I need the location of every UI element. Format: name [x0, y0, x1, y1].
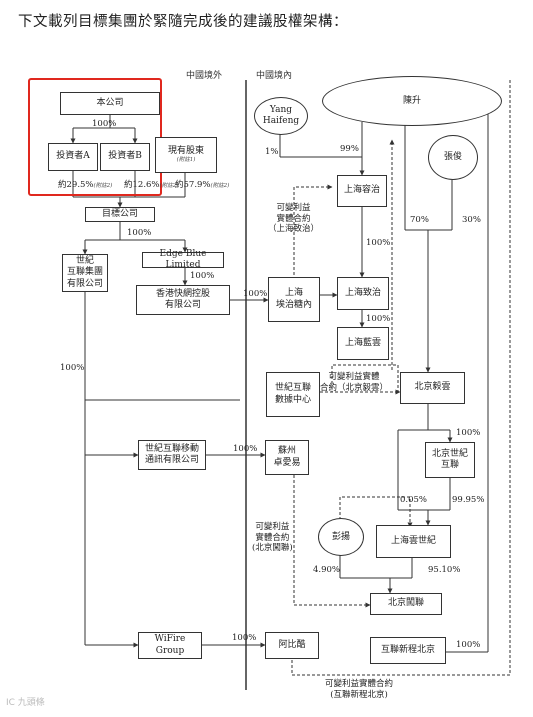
pct-chen-rongzhi: 99%	[340, 144, 359, 154]
target-company-box: 目標公司	[85, 207, 155, 222]
pct-zhi-lan: 100%	[366, 314, 391, 324]
pct-investor-b: 約12.6%(附註2)	[124, 180, 178, 191]
pct-investor-b-value: 約12.6%	[124, 180, 160, 190]
pct-investor-a-note: (附註2)	[93, 183, 113, 189]
vie-label-hulian: 可變利益實體合約 (互聯新程北京)	[325, 679, 394, 700]
pct-target-century: 100%	[127, 228, 152, 238]
pct-investor-a: 約29.5%(附註2)	[58, 180, 112, 191]
pct-investor-a-value: 約29.5%	[58, 180, 94, 190]
pct-yiyun-yunshiji: 0.05%	[400, 495, 428, 505]
pct-yang: 1%	[265, 147, 279, 157]
shanghai-yunshiji-box: 上海雲世紀	[376, 525, 451, 558]
page-heading: 下文載列目標集團於緊隨完成後的建議股權架構：	[18, 14, 348, 30]
pct-bjc-yunshiji: 99.95%	[452, 495, 485, 505]
pct-yiyun-bjc: 100%	[456, 428, 481, 438]
existing-shareholders-box: 現有股東 (附註1)	[155, 137, 217, 173]
pct-existing-note: (附註2)	[210, 183, 230, 189]
century-datacenter-box: 世紀互聯 數據中心	[266, 372, 320, 417]
pct-company-investors: 100%	[92, 119, 117, 129]
pct-yunshiji: 95.10%	[428, 565, 461, 575]
existing-note: (附註1)	[176, 157, 196, 164]
person-yang-haifeng: Yang Haifeng	[254, 97, 308, 135]
vie-label-beijing-chuanglian: 可變利益 實體合約 (北京闖聯)	[252, 522, 293, 554]
shanghai-lanyun-box: 上海藍雲	[337, 327, 389, 360]
person-peng-yang: 彭揚	[318, 518, 364, 556]
wifire-group-box: WiFire Group	[138, 632, 202, 659]
pct-hk-aijie: 100%	[243, 289, 268, 299]
column-label-outside: 中國境外	[186, 71, 223, 81]
column-label-inside: 中國境內	[256, 71, 293, 81]
pct-zhang-yiyun: 30%	[462, 215, 481, 225]
pct-rong-zhi: 100%	[366, 238, 391, 248]
pct-mobile-suzhou: 100%	[233, 444, 258, 454]
vie-label-beijing-yiyun: 可變利益實體 合約（北京毅雲）	[320, 372, 389, 393]
beijing-yiyun-box: 北京毅雲	[400, 372, 465, 404]
pct-edge-hk: 100%	[190, 271, 215, 281]
pct-wifire-abiku: 100%	[232, 633, 257, 643]
person-chen-sheng: 陳升	[322, 76, 502, 126]
pct-chen-yiyun: 70%	[410, 215, 429, 225]
century-mobile-box: 世紀互聯移動 通訊有限公司	[138, 440, 206, 470]
century-group-box: 世紀 互聯集團 有限公司	[62, 254, 108, 292]
beijing-century-box: 北京世紀 互聯	[425, 442, 475, 478]
pct-peng: 4.90%	[313, 565, 341, 575]
watermark: IC 九頭條	[6, 698, 45, 708]
suzhou-box: 蘇州 卓愛易	[265, 440, 309, 475]
person-zhang-jun: 張俊	[428, 135, 478, 180]
vie-label-shanghai: 可變利益 實體合約 （上海致治）	[268, 203, 320, 235]
shanghai-zhizhi-box: 上海致治	[337, 277, 389, 310]
pct-existing: 約57.9%(附註2)	[175, 180, 229, 191]
abiku-box: 阿比酷	[265, 632, 319, 659]
pct-century-left: 100%	[60, 363, 85, 373]
company-box: 本公司	[60, 92, 160, 115]
investor-b-box: 投資者B	[100, 143, 150, 171]
pct-hulian-up: 100%	[456, 640, 481, 650]
edge-blue-box: Edge Blue Limited	[142, 249, 224, 270]
hk-kuaiwang-box: 香港快網控股 有限公司	[136, 285, 230, 315]
shanghai-rongzhi-box: 上海容治	[337, 175, 387, 207]
existing-label: 現有股東	[167, 145, 204, 156]
shanghai-aijie-box: 上海 埃治糖內	[268, 277, 320, 322]
hulian-beijing-box: 互聯新程北京	[370, 637, 446, 664]
beijing-chuanglian-box: 北京闖聯	[370, 593, 442, 615]
pct-existing-value: 約57.9%	[175, 180, 211, 190]
investor-a-box: 投資者A	[48, 143, 98, 171]
pct-investor-b-note: (附註2)	[159, 183, 179, 189]
